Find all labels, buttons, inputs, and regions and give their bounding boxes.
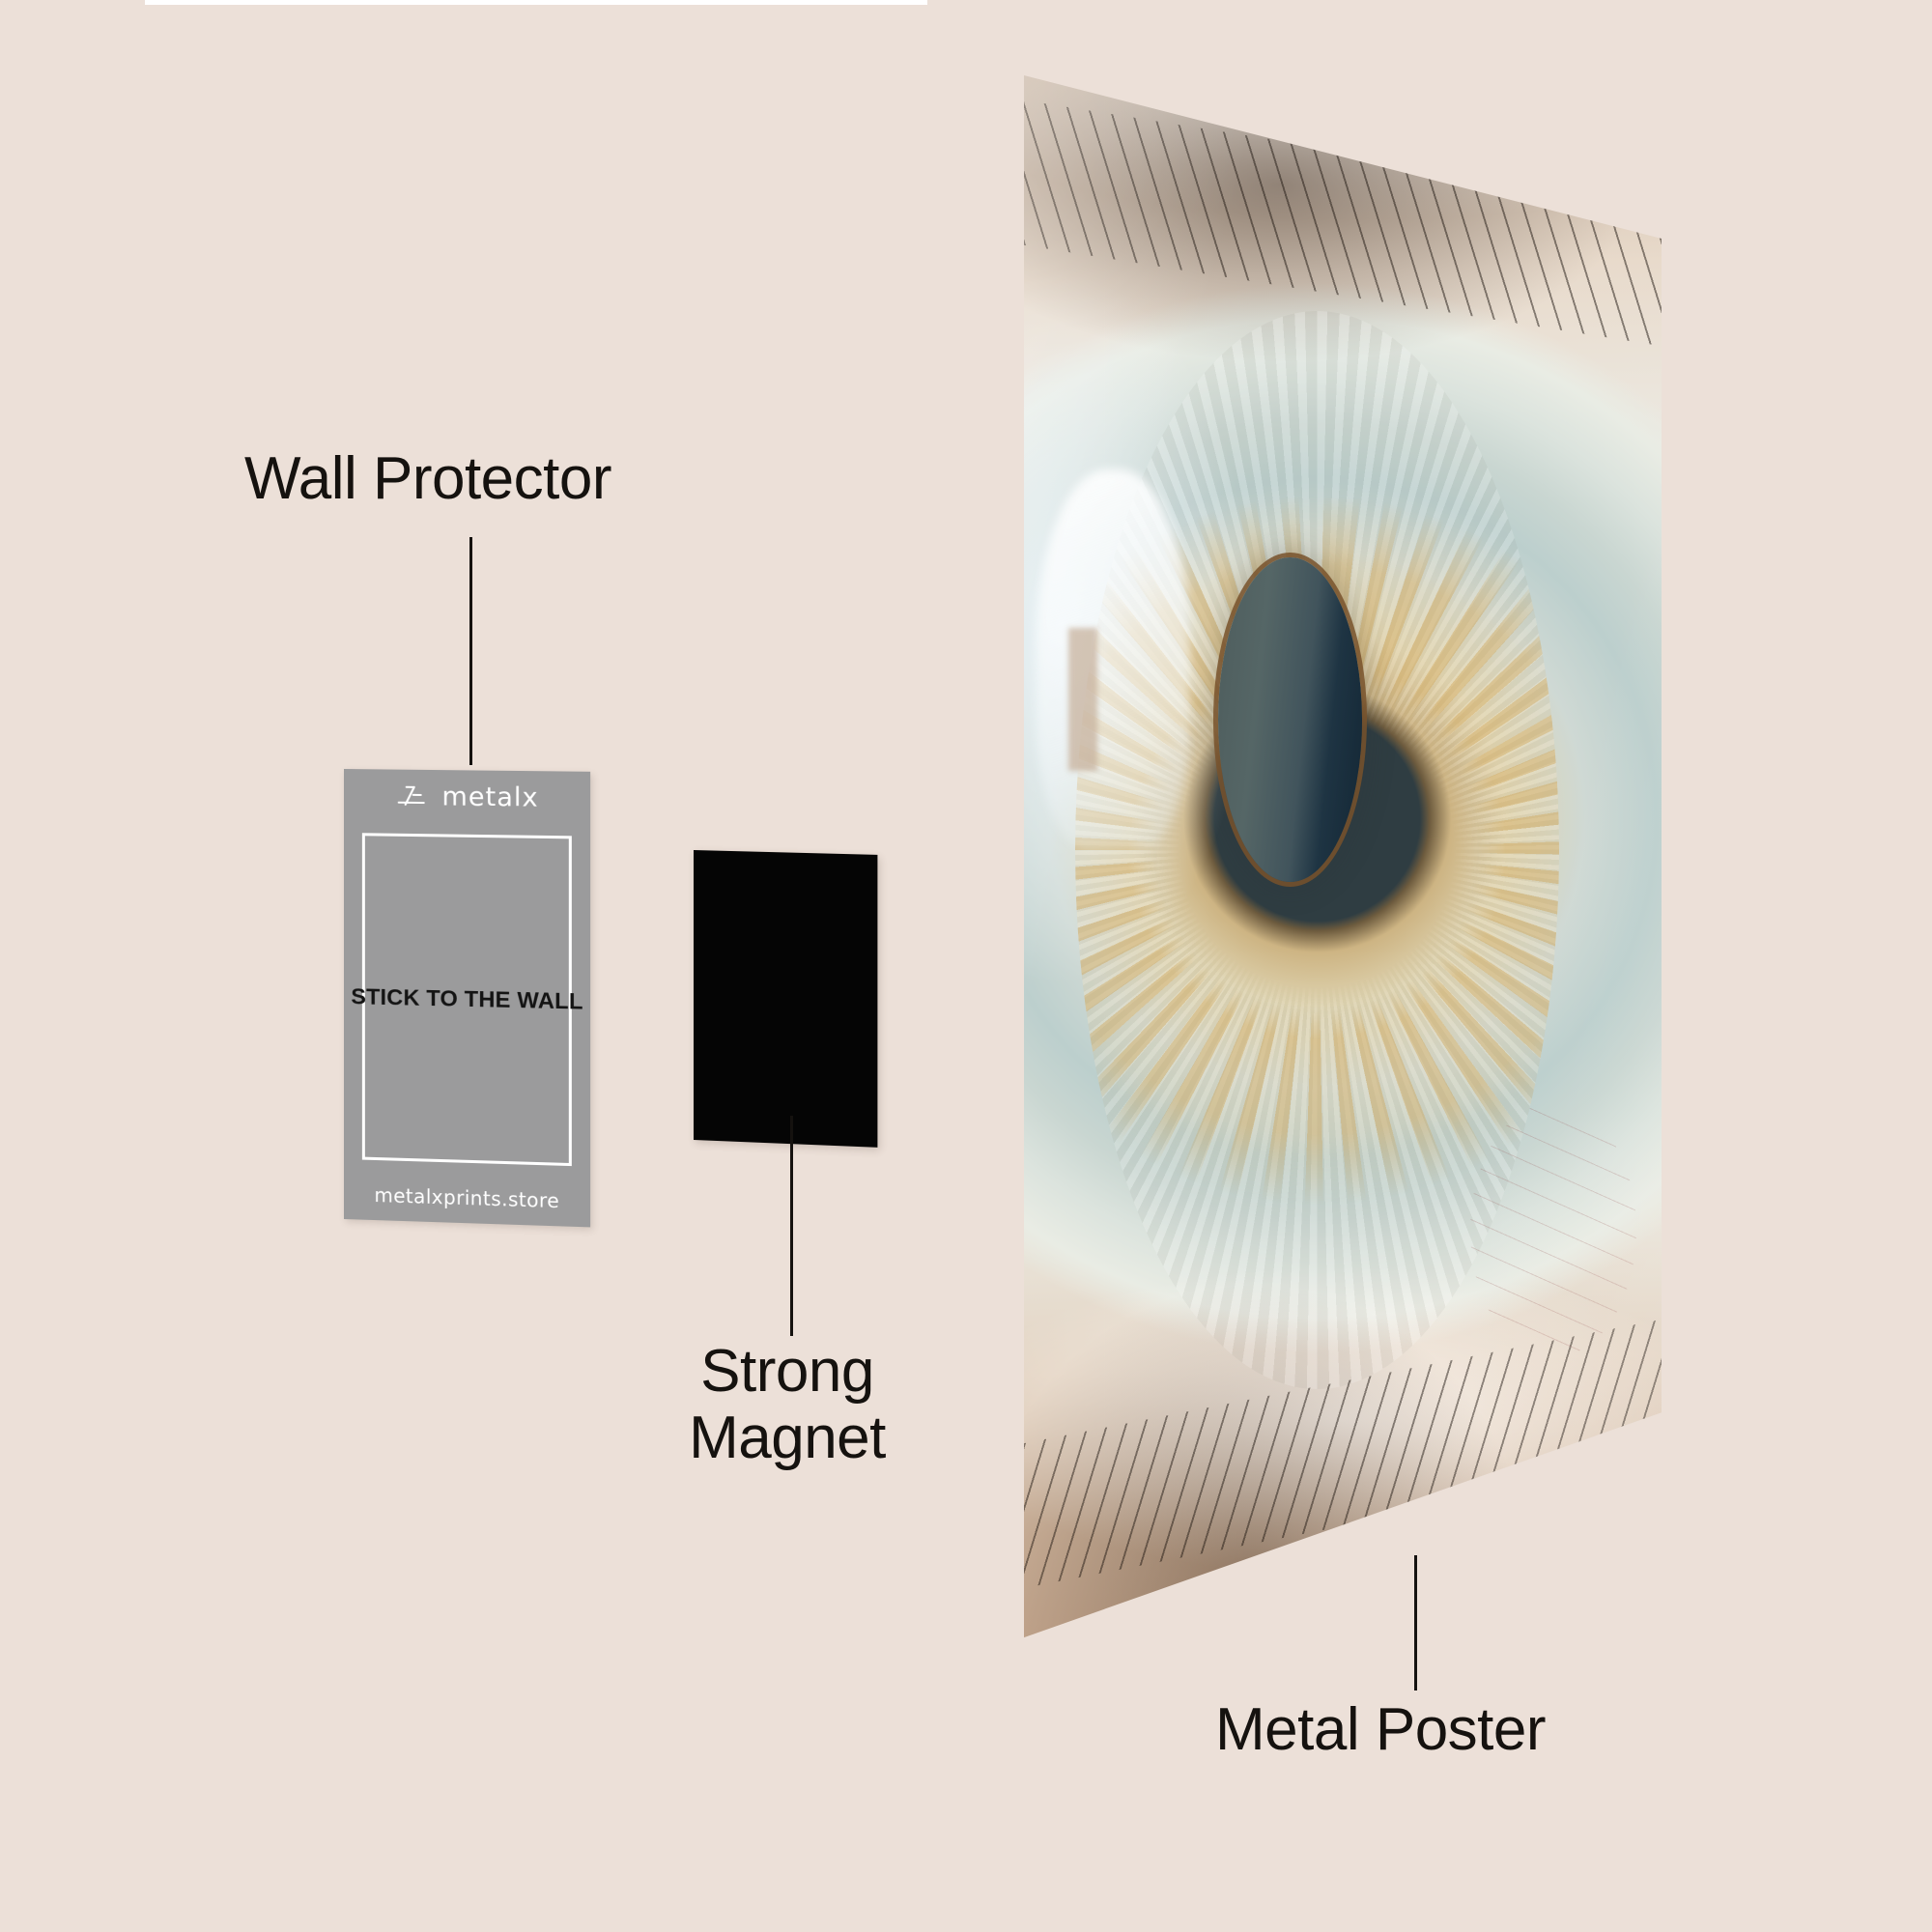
- sclera-vessels: [1470, 1103, 1636, 1357]
- pupil: [1218, 556, 1362, 882]
- label-metal-poster: Metal Poster: [1215, 1696, 1547, 1763]
- strong-magnet-square: [694, 850, 878, 1148]
- wall-protector-card: metalx STICK TO THE WALL metalxprints.st…: [344, 769, 591, 1228]
- corneal-reflection-bar: [1068, 628, 1097, 771]
- leader-line-metal-poster: [1414, 1555, 1417, 1690]
- card-main-text: STICK TO THE WALL: [351, 983, 583, 1014]
- label-wall-protector: Wall Protector: [244, 445, 612, 512]
- metal-poster-panel: [1024, 75, 1662, 1638]
- metalx-pinwheel-icon: [394, 782, 433, 810]
- corneal-reflection: [1037, 469, 1190, 850]
- brand-wordmark: metalx: [441, 781, 539, 813]
- leader-line-strong-magnet: [790, 1116, 793, 1336]
- card-store-url: metalxprints.store: [374, 1182, 560, 1213]
- brand-logo: metalx: [344, 781, 590, 813]
- label-strong-magnet: Strong Magnet: [689, 1338, 886, 1472]
- leader-line-wall-protector: [469, 537, 472, 765]
- top-white-strip: [145, 0, 927, 5]
